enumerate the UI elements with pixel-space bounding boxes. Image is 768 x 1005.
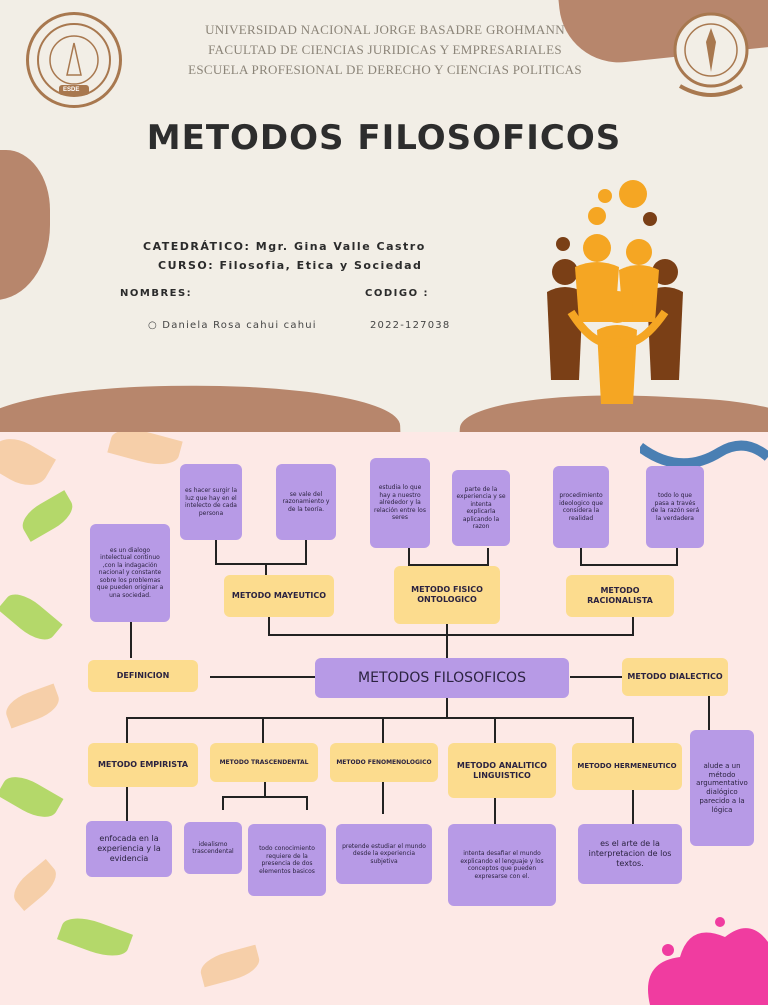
- connector-line: [446, 698, 448, 718]
- torn-paper-bottom-left: [0, 377, 402, 432]
- metodo-empirista: METODO EMPIRISTA: [88, 743, 198, 787]
- leaf-decoration: [1, 683, 64, 729]
- metodo-fenomenologico: METODO FENOMENOLOGICO: [330, 743, 438, 782]
- definicion-label: DEFINICION: [88, 660, 198, 692]
- connector-line: [268, 634, 634, 636]
- cover-section: ESDE UNIVERSIDAD NACIONAL JORGE BASADRE …: [0, 0, 768, 432]
- faculty-name: FACULTAD DE CIENCIAS JURIDICAS Y EMPRESA…: [208, 42, 562, 57]
- leaf-decoration: [0, 769, 64, 825]
- connector-line: [262, 717, 264, 743]
- connector-line: [382, 782, 384, 814]
- connector-line: [126, 787, 128, 821]
- connector-line: [210, 676, 315, 678]
- connector-line: [215, 563, 307, 565]
- leaf-decoration: [107, 432, 183, 471]
- metodo-dialectico: METODO DIALECTICO: [622, 658, 728, 696]
- student-name: ○ Daniela Rosa cahui cahui: [148, 320, 317, 331]
- fisico-description-1: estudia lo que hay a nuestro alrededor y…: [370, 458, 430, 548]
- mayeutico-description-2: se vale del razonamiento y de la teoría.: [276, 464, 336, 540]
- connector-line: [632, 617, 634, 635]
- connector-line: [222, 796, 308, 798]
- blue-ribbon-decoration: [640, 440, 768, 469]
- leaf-decoration: [0, 586, 63, 648]
- connector-line: [494, 798, 496, 824]
- university-seal-left: ESDE: [26, 12, 122, 108]
- connector-line: [222, 796, 224, 810]
- connector-line: [408, 564, 489, 566]
- racionalista-description-2: todo lo que pasa a través de la razón se…: [646, 466, 704, 548]
- definicion-text: es un dialogo intelectual continuo ,con …: [90, 524, 170, 622]
- racionalista-description-1: procedimiento ideologico que considera l…: [553, 466, 609, 548]
- leaf-decoration: [16, 490, 79, 542]
- connector-line: [306, 796, 308, 810]
- metodo-analitico-linguistico: METODO ANALITICO LINGUISTICO: [448, 743, 556, 798]
- seal-left-label: ESDE: [63, 87, 80, 93]
- connector-line: [382, 717, 384, 743]
- curso-text: CURSO: Filosofia, Etica y Sociedad: [158, 259, 423, 272]
- empirista-description: enfocada en la experiencia y la evidenci…: [86, 821, 172, 877]
- connector-line: [268, 617, 270, 635]
- leaf-decoration: [197, 944, 263, 988]
- connector-line: [130, 622, 132, 658]
- connector-line: [305, 538, 307, 564]
- page-title: METODOS FILOSOFICOS: [146, 118, 622, 158]
- metodo-mayeutico: METODO MAYEUTICO: [224, 575, 334, 617]
- connector-line: [708, 696, 710, 730]
- connector-line: [632, 717, 634, 743]
- metodo-racionalista: METODO RACIONALISTA: [566, 575, 674, 617]
- hermeneutico-description: es el arte de la interpretacion de los t…: [578, 824, 682, 884]
- connector-line: [580, 564, 678, 566]
- school-name: ESCUELA PROFESIONAL DE DERECHO Y CIENCIA…: [188, 62, 582, 77]
- connector-line: [264, 782, 266, 796]
- codigo-label: CODIGO :: [365, 288, 430, 299]
- connector-line: [215, 538, 217, 564]
- connector-line: [570, 676, 622, 678]
- student-code: 2022-127038: [370, 320, 451, 331]
- mayeutico-description-1: es hacer surgir la luz que hay en el int…: [180, 464, 242, 540]
- connector-line: [494, 717, 496, 743]
- connector-line: [446, 624, 448, 658]
- torn-paper-left: [0, 150, 50, 300]
- connector-line: [265, 563, 267, 575]
- university-name: UNIVERSIDAD NACIONAL JORGE BASADRE GROHM…: [205, 22, 565, 37]
- connector-line: [632, 790, 634, 824]
- connector-line: [487, 548, 489, 566]
- fenomenologico-description: pretende estudiar el mundo desde la expe…: [336, 824, 432, 884]
- university-seal-right: [670, 8, 752, 100]
- concept-map-section: es hacer surgir la luz que hay en el int…: [0, 432, 768, 1005]
- connector-line: [580, 548, 582, 566]
- pink-splash-decoration: [648, 917, 768, 1005]
- connector-line: [676, 548, 678, 566]
- connector-line: [126, 717, 128, 743]
- central-topic: METODOS FILOSOFICOS: [315, 658, 569, 698]
- leaf-decoration: [0, 432, 56, 495]
- people-group-illustration: [547, 180, 683, 404]
- nombres-label: NOMBRES:: [120, 288, 193, 299]
- metodo-trascendental: METODO TRASCENDENTAL: [210, 743, 318, 782]
- catedratico-text: CATEDRÁTICO: Mgr. Gina Valle Castro: [143, 240, 426, 253]
- leaf-decoration: [7, 858, 63, 912]
- leaf-decoration: [56, 910, 134, 964]
- trascendental-description-1: idealismo trascendental: [184, 822, 242, 874]
- metodo-fisico-ontologico: METODO FISICO ONTOLOGICO: [394, 566, 500, 624]
- dialectico-description: alude a un método argumentativo dialógic…: [690, 730, 754, 846]
- analitico-description: intenta desafiar el mundo explicando el …: [448, 824, 556, 906]
- metodo-hermeneutico: METODO HERMENEUTICO: [572, 743, 682, 790]
- fisico-description-2: parte de la experiencia y se intenta exp…: [452, 470, 510, 546]
- connector-line: [126, 717, 634, 719]
- connector-line: [408, 548, 410, 566]
- trascendental-description-2: todo conocimiento requiere de la presenc…: [248, 824, 326, 896]
